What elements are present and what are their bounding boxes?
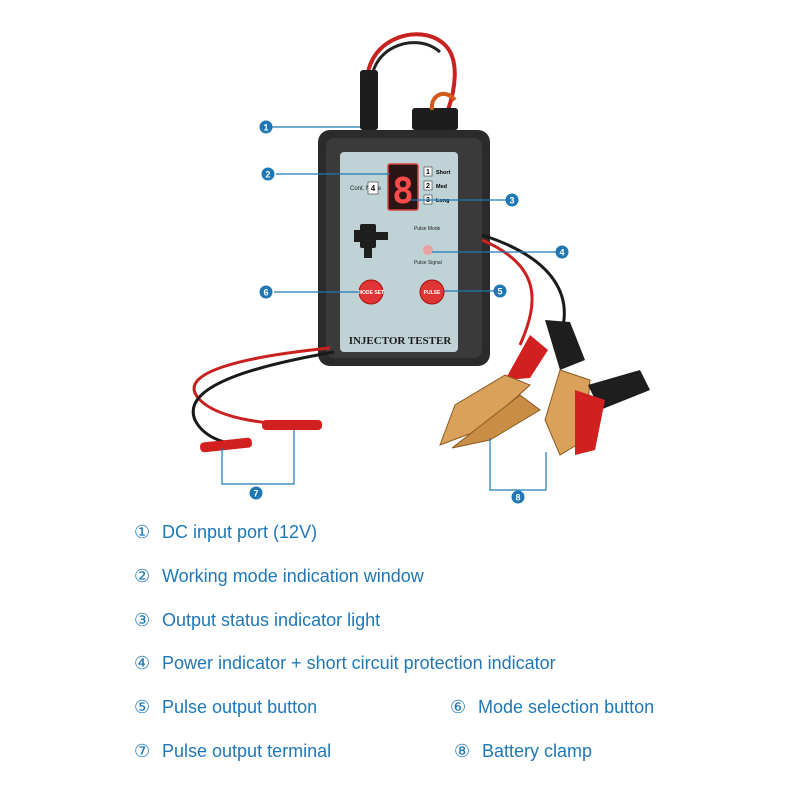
- injector-icon: [354, 224, 388, 258]
- mode-number-box: [423, 166, 433, 177]
- mode-set-button-label: MODE SET: [358, 290, 384, 296]
- legend-text: Mode selection button: [478, 697, 655, 717]
- dc-cable: [365, 32, 457, 111]
- pulse-button-label: PULSE: [424, 290, 441, 296]
- legend-text: Output status indicator light: [162, 610, 381, 630]
- legend-text: Battery clamp: [482, 741, 593, 761]
- callout-circle: [259, 120, 273, 134]
- clamp-wire-red: [481, 238, 534, 346]
- legend-text: Pulse output button: [162, 697, 318, 717]
- pulse-signal-label: Pulse Signal: [414, 260, 442, 266]
- legend-text: DC input port (12V): [162, 522, 318, 542]
- legend-number: ⑤: [134, 697, 151, 717]
- callout-number: 8: [515, 493, 520, 503]
- callout-markers: 1 2 3 4 5 6 7 8: [249, 120, 569, 504]
- probe-tip-red: [262, 420, 322, 430]
- legend-text: Working mode indication window: [162, 566, 424, 586]
- legend-number: ①: [134, 522, 151, 542]
- callout-circle: [261, 167, 275, 181]
- callout-number: 7: [253, 489, 258, 499]
- legend-number: ⑥: [450, 697, 467, 717]
- battery-clamp-black: [544, 320, 650, 456]
- device-title: INJECTOR TESTER: [349, 335, 453, 347]
- digit-window: [387, 163, 419, 211]
- callout-number: 6: [263, 288, 268, 298]
- cont-mode-label: Cont. Mode: [350, 186, 382, 192]
- legend-number: ②: [134, 566, 151, 586]
- callout-number: 4: [559, 248, 564, 258]
- pulse-mode-label: Pulse Mode: [414, 226, 441, 232]
- callout-number: 3: [509, 196, 514, 206]
- output-connector: [412, 108, 458, 130]
- legend-item-7: ⑦ Pulse output terminal: [134, 741, 331, 762]
- cont-mode-box: [367, 181, 379, 195]
- legend-item-4: ④ Power indicator + short circuit protect…: [134, 653, 556, 674]
- callout-circle: [249, 486, 263, 500]
- callout-circle: [259, 285, 273, 299]
- legend-item-3: ③ Output status indicator light: [134, 610, 380, 631]
- legend-number: ③: [134, 610, 151, 630]
- legend-item-8: ⑧ Battery clamp: [454, 741, 592, 762]
- probe-tip-black: [200, 437, 252, 453]
- callout-number: 1: [263, 123, 268, 133]
- callout-number: 5: [497, 287, 502, 297]
- callout-circle: [555, 245, 569, 259]
- mode-number: 1: [426, 169, 430, 176]
- legend-item-5: ⑤ Pulse output button: [134, 697, 317, 718]
- legend-item-2: ② Working mode indication window: [134, 566, 424, 587]
- digit-display: 8: [392, 171, 414, 212]
- legend-item-1: ① DC input port (12V): [134, 522, 317, 543]
- callout-number: 2: [265, 170, 270, 180]
- callout-circle: [505, 193, 519, 207]
- mode-number: 2: [426, 183, 430, 190]
- legend-item-6: ⑥ Mode selection button: [450, 697, 654, 718]
- output-wire-black: [191, 350, 335, 448]
- mode-number-box: [423, 180, 433, 191]
- legend-number: ⑦: [134, 741, 151, 761]
- mode-label: Long: [436, 198, 449, 204]
- legend-number: ④: [134, 653, 151, 673]
- mode-label: Med: [436, 184, 447, 190]
- battery-clamp-red: [439, 335, 548, 449]
- cont-mode-value: 4: [371, 184, 376, 193]
- mode-label: Short: [436, 170, 451, 176]
- legend-number: ⑧: [454, 741, 471, 761]
- callout-circle: [493, 284, 507, 298]
- callout-circle: [511, 490, 525, 504]
- callout-lines: [221, 126, 556, 491]
- legend-text: Power indicator + short circuit protecti…: [162, 653, 556, 673]
- pulse-button[interactable]: [419, 279, 445, 305]
- output-cable-top: [429, 91, 457, 111]
- pulse-signal-led: [423, 245, 433, 255]
- legend-text: Pulse output terminal: [162, 741, 332, 761]
- dc-plug: [360, 70, 378, 130]
- clamp-wire-black: [481, 233, 566, 331]
